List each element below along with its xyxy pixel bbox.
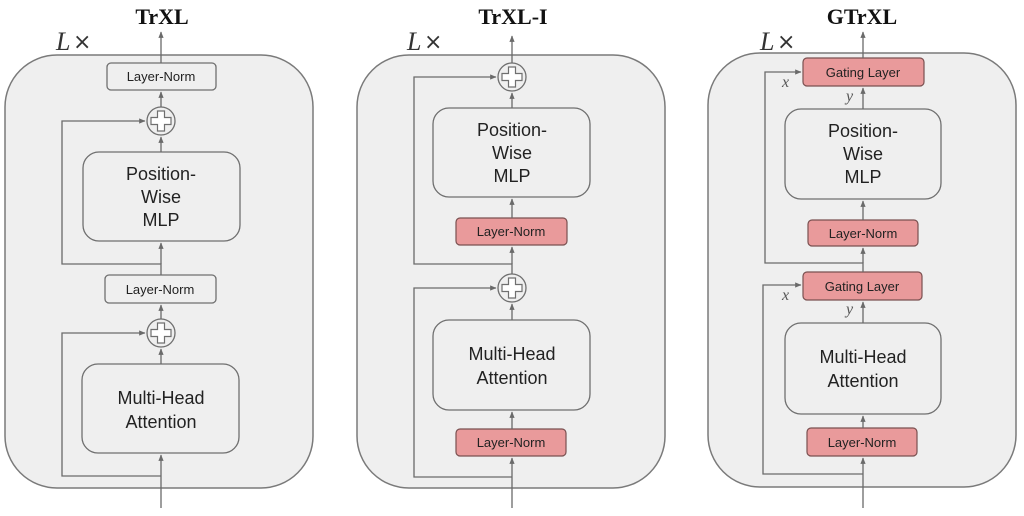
block-label: Wise bbox=[492, 143, 532, 163]
svg-text:L: L bbox=[759, 27, 774, 56]
block-label: Gating Layer bbox=[825, 279, 900, 294]
residual-connection bbox=[61, 118, 162, 275]
add-icon bbox=[146, 318, 176, 348]
residual-connection bbox=[762, 282, 863, 475]
panel-title: TrXL bbox=[135, 4, 188, 29]
block-label: MLP bbox=[142, 210, 179, 230]
layer-norm-block bbox=[455, 428, 567, 457]
block-label: Layer-Norm bbox=[127, 69, 196, 84]
svg-text:×: × bbox=[73, 30, 91, 55]
block-label: Wise bbox=[843, 144, 883, 164]
add-icon bbox=[497, 273, 527, 303]
block-label: Wise bbox=[141, 187, 181, 207]
svg-text:×: × bbox=[424, 30, 442, 55]
add-icon bbox=[497, 62, 527, 92]
block-label: Layer-Norm bbox=[828, 435, 897, 450]
gate-input-y-label: y bbox=[844, 301, 854, 318]
block-label: MLP bbox=[493, 166, 530, 186]
block-label: Layer-Norm bbox=[126, 282, 195, 297]
gate-input-x-label: x bbox=[781, 74, 789, 91]
svg-text:L: L bbox=[55, 27, 70, 56]
gate-input-x-label: x bbox=[781, 287, 789, 304]
block-label: Multi-Head bbox=[117, 388, 204, 408]
gate-input-y-label: y bbox=[844, 88, 854, 105]
block-label: Attention bbox=[476, 368, 547, 388]
panel-title: GTrXL bbox=[827, 4, 897, 29]
residual-connection bbox=[764, 69, 864, 272]
multi-head-attention-block bbox=[432, 319, 591, 411]
repeat-label: L × bbox=[759, 27, 795, 56]
block-label: Attention bbox=[827, 371, 898, 391]
panel-trxl: TrXL L × Multi-Head Attention Layer-Norm… bbox=[4, 4, 314, 508]
panel-title: TrXL-I bbox=[478, 4, 547, 29]
block-label: MLP bbox=[844, 167, 881, 187]
block-label: Position- bbox=[126, 164, 196, 184]
block-label: Layer-Norm bbox=[829, 226, 898, 241]
block-label: Layer-Norm bbox=[477, 224, 546, 239]
residual-connection bbox=[413, 74, 513, 274]
block-label: Multi-Head bbox=[468, 344, 555, 364]
block-label: Position- bbox=[477, 120, 547, 140]
block-label: Multi-Head bbox=[819, 347, 906, 367]
panel-gtrxl: GTrXL L × Layer-Norm Multi-Head Attentio… bbox=[707, 4, 1017, 508]
layer-norm-block bbox=[806, 427, 918, 457]
add-icon bbox=[146, 106, 176, 136]
multi-head-attention-block bbox=[784, 322, 942, 415]
panel-trxl-i: TrXL-I L × Layer-Norm Multi-Head Attenti… bbox=[356, 4, 666, 508]
residual-connection bbox=[413, 285, 512, 478]
repeat-label: L × bbox=[55, 27, 91, 56]
block-label: Layer-Norm bbox=[477, 435, 546, 450]
block-label: Attention bbox=[125, 412, 196, 432]
multi-head-attention-block bbox=[81, 363, 240, 454]
block-label: Gating Layer bbox=[826, 65, 901, 80]
svg-text:×: × bbox=[777, 30, 795, 55]
block-label: Position- bbox=[828, 121, 898, 141]
residual-connection bbox=[61, 330, 161, 477]
svg-text:L: L bbox=[406, 27, 421, 56]
repeat-label: L × bbox=[406, 27, 442, 56]
